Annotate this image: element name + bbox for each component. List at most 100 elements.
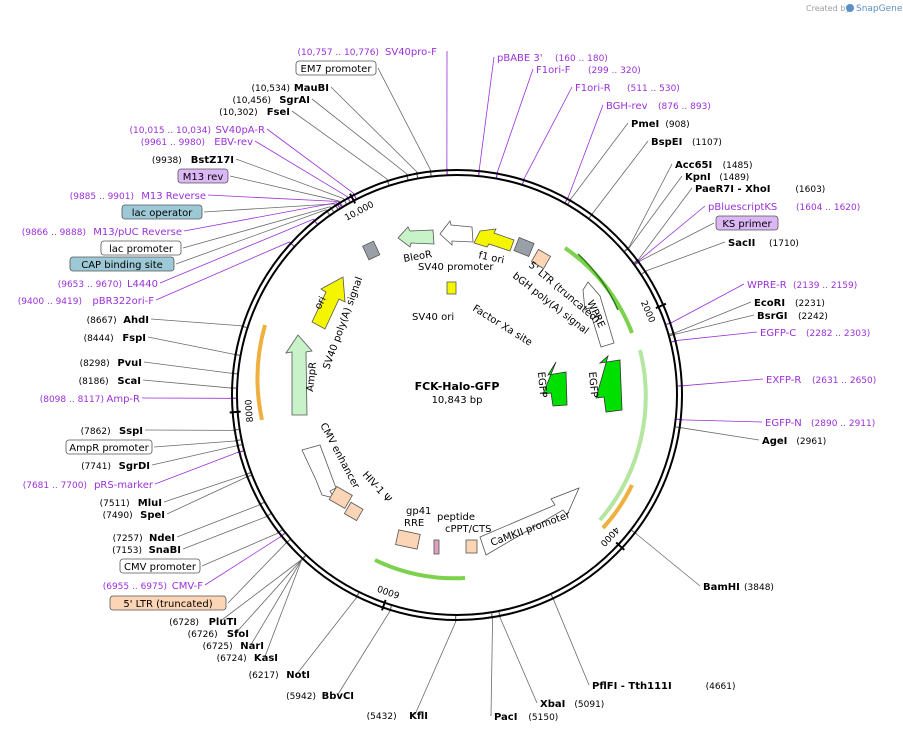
primer-label: EGFP-N [765,418,802,429]
tick-label: 8000 [244,399,256,423]
enzyme-label: PvuI [117,358,142,369]
leader-line [311,98,407,174]
primer-range: (9961 .. 9980) [141,138,205,148]
feature-box [69,256,175,272]
site-mark [334,203,339,210]
primer-range: (160 .. 180) [555,54,608,64]
enzyme-label: NotI [286,670,310,681]
primer-range: (2890 .. 2911) [811,419,875,429]
label-gp41: gp41 [406,506,431,517]
primer-label: CMV-F [172,581,203,592]
leader-line [207,194,339,202]
primer-label: EXFP-R [766,375,801,386]
primer-label: EGFP-C [760,328,796,339]
feature-box [100,240,182,256]
enzyme-label: PaeR7I - XhoI [695,184,771,195]
site-labels: SV40pro-F(10,757 .. 10,776)pBABE 3'(160 … [18,47,877,723]
enzyme-label: ScaI [117,376,141,387]
enzyme-position: (1603) [795,185,825,195]
site-mark [233,353,240,356]
leader-line [150,318,241,327]
primer-range: (10,015 .. 10,034) [130,126,211,136]
credit-brand: SnapGene [856,4,903,14]
leader-line [570,122,629,199]
feature-box-label: CMV promoter [124,562,197,573]
enzyme-position: (5150) [528,713,558,723]
leader-line [683,378,764,387]
feature-cmv-enhancer-arrow [301,444,337,499]
primer-range: (299 .. 320) [588,66,641,76]
leader-line [499,617,538,704]
primer-label: M13/pUC Reverse [93,227,182,238]
feature-sv40-ori-block [446,281,457,295]
feature-hiv-block-2 [343,501,364,522]
feature-box-label: CAP binding site [81,260,163,271]
primer-range: (2282 .. 2303) [806,329,870,339]
label-peptide: peptide [437,512,475,523]
feature-sv40-promoter-arrow [439,220,474,246]
enzyme-position: (3848) [744,583,774,593]
enzyme-position: (4661) [706,682,736,692]
feature-box [65,439,153,455]
enzyme-position: (6724) [217,654,247,664]
enzyme-position: (7257) [113,534,143,544]
feature-egfp-small-arrow [542,361,568,407]
primer-label: BGH-rev [606,101,648,112]
leader-line [163,474,245,503]
enzyme-label: MluI [138,498,162,509]
primer-label: Amp-R [107,394,141,405]
enzyme-label: SpeI [140,510,165,521]
feature-box [119,558,201,574]
primer-label: M13 Reverse [141,191,206,202]
primer-label: L4440 [127,279,158,290]
plasmid-name: FCK-Halo-GFP [415,380,500,393]
enzyme-position: (7862) [81,427,111,437]
leader-line [154,452,238,485]
tick-label: 6000 [376,582,401,599]
enzyme-label: KasI [254,653,278,664]
plasmid-backbone [231,169,683,621]
label-f1-ori: f1 ori [477,250,505,266]
enzyme-position: (6725) [203,642,233,652]
feature-box-label: EM7 promoter [301,64,373,75]
primer-label: pBluescriptKS [708,202,777,213]
label-rre: RRE [404,518,424,529]
enzyme-label: EcoRI [754,298,785,309]
site-mark [669,333,676,337]
leader-line [201,533,278,567]
label-egfp-outer: EGFP [586,371,599,398]
leader-line [639,205,706,261]
enzyme-label: PflFI - Tth111I [592,681,672,692]
enzyme-label: KpnI [685,172,711,183]
feature-box-label: lac operator [132,208,193,219]
primer-label: F1ori-F [536,65,571,76]
leader-line [266,128,354,194]
leader-line [155,241,290,301]
primer-range: (2631 .. 2650) [812,376,876,386]
feature-box-label: lac promoter [109,244,174,255]
leader-line [636,533,701,587]
enzyme-label: PmeI [631,119,659,130]
feature-cppt-block [465,539,478,554]
feature-hiv-block [328,485,353,509]
enzyme-position: (8444) [84,334,114,344]
leader-line [203,203,335,213]
label-cppt: cPPT/CTS [445,524,491,535]
label-bleor: BleoR [403,249,433,265]
leader-line [220,559,302,622]
primer-label: pRS-marker [94,480,154,491]
tick-mark [615,541,625,551]
enzyme-position: (10,534) [251,84,290,94]
leader-line [182,516,266,550]
leader-line [204,536,281,586]
feature-box [295,60,377,76]
leader-line [478,56,495,170]
enzyme-label: MauBI [294,83,329,94]
leader-line [182,206,331,249]
enzyme-position: (7511) [100,499,130,509]
primer-range: (511 .. 530) [627,84,680,94]
leader-line [159,218,314,284]
enzyme-label: PacI [494,712,517,723]
feature-box [715,215,779,231]
